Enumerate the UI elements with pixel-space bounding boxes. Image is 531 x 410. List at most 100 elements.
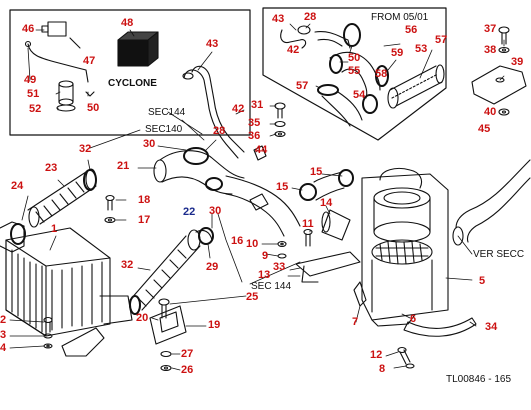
bolt-11 <box>303 228 313 247</box>
callout-6[interactable]: 6 <box>410 313 417 325</box>
from-0501-inset-frame <box>262 7 447 141</box>
callout-43-inset[interactable]: 43 <box>272 13 285 25</box>
clamp-30a <box>205 177 223 191</box>
mounting-bracket <box>61 327 105 357</box>
callout-32-upper[interactable]: 32 <box>79 143 92 155</box>
clamp-54 <box>362 94 378 114</box>
corrugated-hose-53 <box>387 64 445 109</box>
drawing-number: TL00846 - 165 <box>446 374 512 385</box>
callout-16[interactable]: 16 <box>231 235 244 247</box>
callout-49[interactable]: 49 <box>24 74 37 86</box>
hose-45 <box>455 159 531 229</box>
callout-23[interactable]: 23 <box>45 162 58 174</box>
callout-19[interactable]: 19 <box>208 319 221 331</box>
hose-43 <box>191 65 245 153</box>
callout-24[interactable]: 24 <box>11 180 24 192</box>
callout-45[interactable]: 45 <box>478 123 491 135</box>
callout-33[interactable]: 33 <box>273 261 286 273</box>
callout-22[interactable]: 22 <box>183 206 196 218</box>
callout-54[interactable]: 54 <box>353 89 366 101</box>
callout-38[interactable]: 38 <box>484 44 497 56</box>
ver-secc-label: VER SECC <box>473 249 525 260</box>
callout-13[interactable]: 13 <box>258 269 271 281</box>
callout-31[interactable]: 31 <box>251 99 264 111</box>
callout-11[interactable]: 11 <box>302 218 314 230</box>
callout-36[interactable]: 36 <box>248 130 261 142</box>
hose-21 <box>159 150 245 179</box>
callout-52[interactable]: 52 <box>29 103 42 115</box>
callout-20[interactable]: 20 <box>136 312 149 324</box>
callout-59[interactable]: 59 <box>391 47 404 59</box>
callout-25[interactable]: 25 <box>246 291 259 303</box>
callout-48[interactable]: 48 <box>121 17 134 29</box>
callout-18[interactable]: 18 <box>138 194 151 206</box>
vacuum-hose-43 <box>280 29 307 49</box>
callout-4[interactable]: 4 <box>0 342 7 354</box>
callout-56[interactable]: 56 <box>405 24 418 36</box>
callout-10[interactable]: 10 <box>246 238 259 250</box>
callout-7[interactable]: 7 <box>352 316 359 328</box>
clamp-28 <box>183 147 209 165</box>
callout-8[interactable]: 8 <box>379 363 386 375</box>
callout-21[interactable]: 21 <box>117 160 130 172</box>
cyclone-harness-wire <box>27 43 89 83</box>
cyclone-label: CYCLONE <box>108 78 157 89</box>
sec140-label: SEC140 <box>145 124 183 135</box>
callout-47[interactable]: 47 <box>83 55 96 67</box>
callout-1[interactable]: 1 <box>51 223 58 235</box>
sec144-label-b: SEC 144 <box>251 281 292 292</box>
callout-43[interactable]: 43 <box>206 38 219 50</box>
callout-2[interactable]: 2 <box>0 314 7 326</box>
callout-30-lower[interactable]: 30 <box>209 205 222 217</box>
bolt-12 <box>397 346 411 365</box>
callout-26[interactable]: 26 <box>181 364 194 376</box>
hose-59 <box>329 51 381 91</box>
callout-46[interactable]: 46 <box>22 23 35 35</box>
callout-32-lower[interactable]: 32 <box>121 259 134 271</box>
callout-35[interactable]: 35 <box>248 117 261 129</box>
callout-39[interactable]: 39 <box>511 56 524 68</box>
callout-12[interactable]: 12 <box>370 349 383 361</box>
callout-37[interactable]: 37 <box>484 23 497 35</box>
callout-34[interactable]: 34 <box>485 321 498 333</box>
hose-23 <box>27 168 97 228</box>
clamp-15b <box>338 169 354 187</box>
intercooler <box>0 221 133 337</box>
callout-53[interactable]: 53 <box>415 43 428 55</box>
callout-51[interactable]: 51 <box>27 88 40 100</box>
bracket-19 <box>149 305 187 345</box>
callout-14[interactable]: 14 <box>320 197 333 209</box>
bracket-33 <box>295 251 361 277</box>
callout-17[interactable]: 17 <box>138 214 151 226</box>
callout-30-upper[interactable]: 30 <box>143 138 156 150</box>
callout-27[interactable]: 27 <box>181 348 194 360</box>
callout-58[interactable]: 58 <box>375 68 388 80</box>
callout-50[interactable]: 50 <box>87 102 100 114</box>
bracket-39 <box>471 65 527 105</box>
callout-57-lower[interactable]: 57 <box>296 80 309 92</box>
callout-9[interactable]: 9 <box>262 250 269 262</box>
cyclone-cylinder <box>56 80 76 112</box>
callout-40[interactable]: 40 <box>484 106 497 118</box>
clamp-57 <box>317 84 339 96</box>
callout-29[interactable]: 29 <box>206 261 219 273</box>
callout-50-inset[interactable]: 50 <box>348 52 361 64</box>
bolt-2 <box>43 316 53 333</box>
from-0501-label: FROM 05/01 <box>371 12 429 23</box>
callout-3[interactable]: 3 <box>0 329 7 341</box>
callout-5[interactable]: 5 <box>479 275 486 287</box>
callout-57-upper[interactable]: 57 <box>435 34 448 46</box>
callout-15-left[interactable]: 15 <box>276 181 289 193</box>
callout-28-inset[interactable]: 28 <box>304 11 317 23</box>
bolt-10 <box>277 240 287 248</box>
sec144-label-a: SEC144 <box>148 107 186 118</box>
callout-15-right[interactable]: 15 <box>310 166 323 178</box>
callout-42-inset[interactable]: 42 <box>287 44 300 56</box>
callout-42[interactable]: 42 <box>232 103 245 115</box>
callout-28[interactable]: 28 <box>213 125 226 137</box>
strap-34 <box>403 317 477 337</box>
callout-55[interactable]: 55 <box>348 65 361 77</box>
hose-32b <box>129 229 213 315</box>
callout-44[interactable]: 44 <box>255 144 268 156</box>
